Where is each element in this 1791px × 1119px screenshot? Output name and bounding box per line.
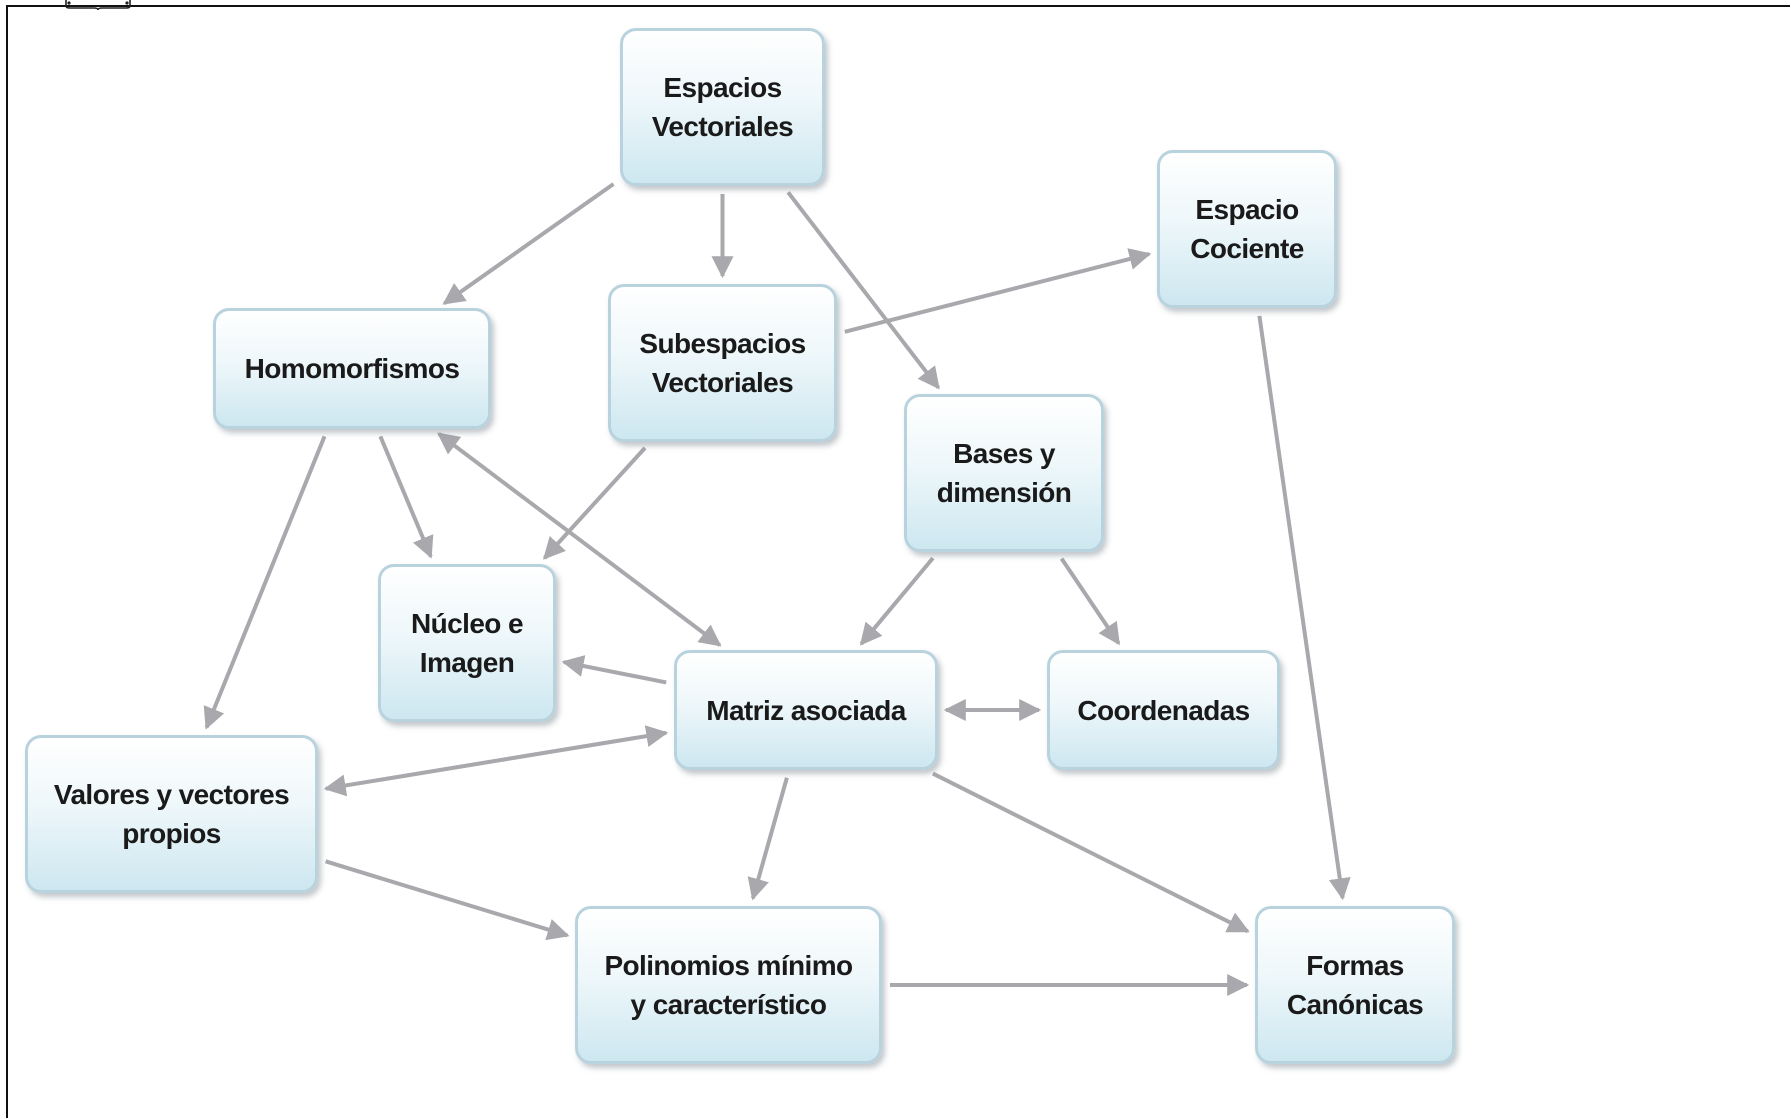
arrow-bases_y_dimension-to-matriz_asociada — [859, 556, 935, 646]
node-label: Espacio Cociente — [1190, 194, 1304, 264]
arrow-bases_y_dimension-to-coordenadas — [1059, 557, 1121, 646]
arrow-subespacios_vectoriales-to-espacio_cociente — [844, 248, 1152, 334]
node-espacio-cociente: Espacio Cociente — [1157, 150, 1337, 308]
node-coordenadas: Coordenadas — [1047, 650, 1280, 770]
node-formas-canonicas: Formas Canónicas — [1255, 906, 1455, 1064]
node-label: Núcleo e Imagen — [411, 608, 524, 678]
node-label: Bases y dimensión — [936, 438, 1072, 508]
node-nucleo-e-imagen: Núcleo e Imagen — [378, 564, 556, 722]
arrow-matriz_asociada-to-polinomios — [747, 777, 789, 901]
node-subespacios-vectoriales: Subespacios Vectoriales — [608, 284, 837, 442]
arrow-homomorfismos-to-matriz_asociada — [437, 432, 722, 647]
node-valores-y-vectores-propios: Valores y vectores propios — [25, 735, 318, 893]
node-label: Valores y vectores propios — [53, 779, 290, 849]
arrow-subespacios_vectoriales-to-nucleo_e_imagen — [543, 446, 647, 560]
node-label: Subespacios Vectoriales — [639, 328, 806, 398]
node-espacios-vectoriales: Espacios Vectoriales — [620, 28, 825, 186]
arrow-valores_y_vectores_propios-to-polinomios — [325, 859, 570, 941]
corner-decoration-icon — [65, 0, 131, 10]
arrow-homomorfismos-to-valores_y_vectores_propios — [203, 435, 327, 730]
arrow-matriz_asociada-to-nucleo_e_imagen — [561, 655, 667, 685]
node-matriz-asociada: Matriz asociada — [674, 650, 938, 770]
node-polinomios-minimo-y-caracteristico: Polinomios mínimo y característico — [575, 906, 882, 1064]
node-label: Formas Canónicas — [1286, 950, 1424, 1020]
node-label: Polinomios mínimo y característico — [604, 950, 853, 1020]
arrow-matriz_asociada-to-formas_canonicas — [932, 771, 1250, 934]
node-label: Espacios Vectoriales — [651, 72, 794, 142]
page-border — [6, 5, 1790, 1118]
node-label: Homomorfismos — [244, 353, 460, 384]
arrow-espacios_vectoriales-to-bases_y_dimension — [786, 191, 940, 390]
node-label: Matriz asociada — [706, 694, 906, 726]
node-homomorfismos: Homomorfismos — [213, 308, 491, 429]
node-label: Coordenadas — [1077, 694, 1250, 726]
arrow-homomorfismos-to-nucleo_e_imagen — [378, 435, 434, 559]
node-bases-y-dimension: Bases y dimensión — [904, 394, 1104, 552]
arrow-espacio_cociente-to-formas_canonicas — [1257, 315, 1351, 901]
arrow-matriz_asociada-to-valores_y_vectores_propios — [323, 725, 669, 797]
arrow-espacios_vectoriales-to-homomorfismos — [442, 182, 615, 306]
